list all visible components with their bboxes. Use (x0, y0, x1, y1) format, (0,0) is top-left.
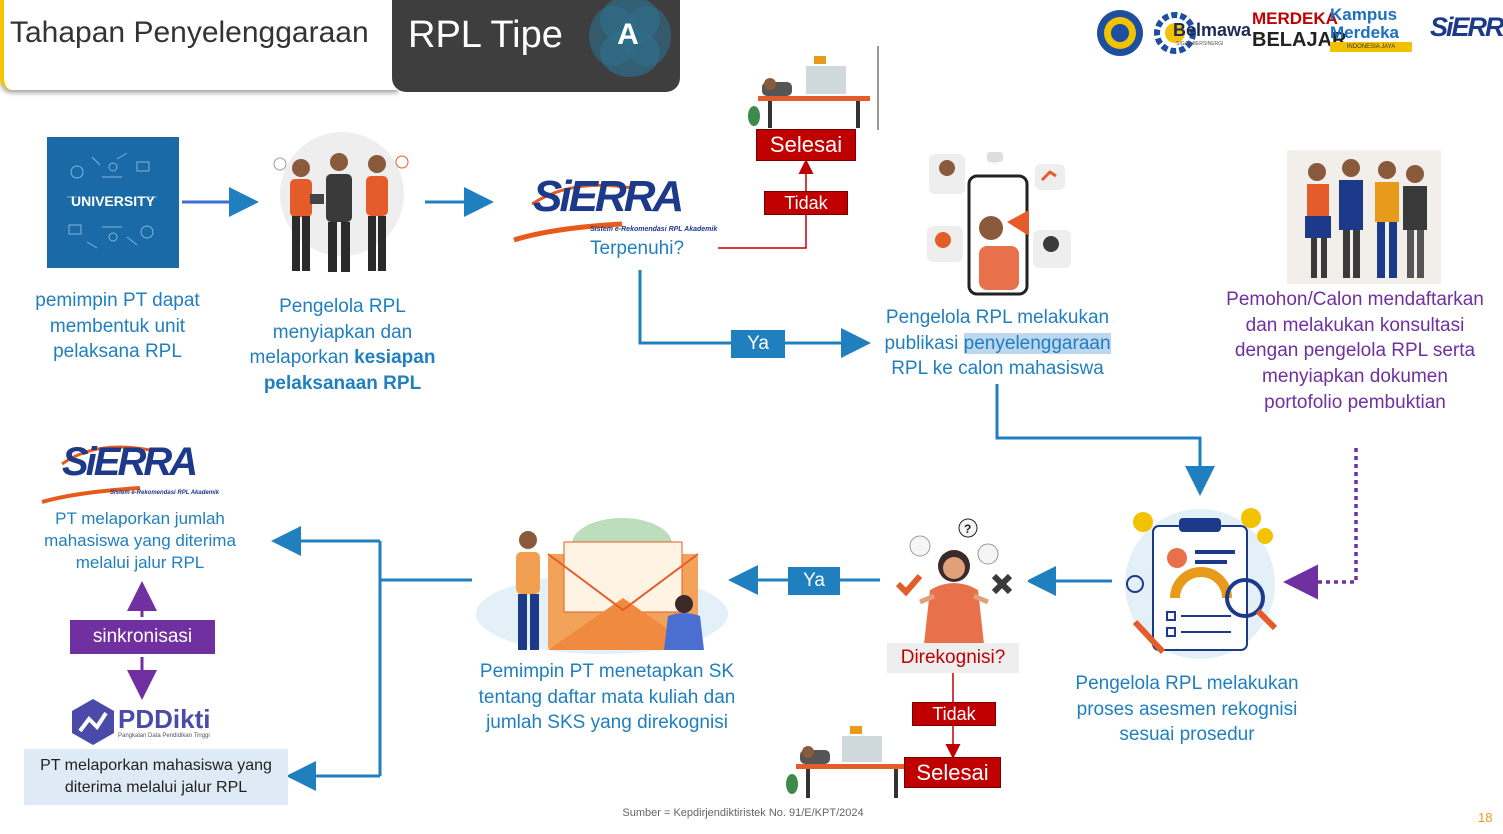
badge-shape-icon (589, 0, 671, 77)
sierra-logo (512, 170, 712, 245)
step6-caption: Pemimpin PT menetapkan SK tentang daftar… (478, 661, 736, 734)
pddikti-logo-text: PDDikti (118, 704, 211, 734)
pddikti-logo-icon (72, 699, 114, 745)
sierra-logo-2-text: SiERRA (62, 440, 198, 484)
decision1-no-label: Tidak (764, 191, 848, 215)
source-note: Sumber = Kepdirjendiktiristek No. 91/E/K… (622, 807, 864, 819)
finished-desk-illustration (748, 46, 879, 130)
decision1-end-label: Selesai (756, 129, 856, 161)
sync-label: sinkronisasi (70, 620, 215, 654)
page-title: Tahapan Penyelenggaraan (10, 16, 369, 49)
rpl-team-illustration (273, 132, 409, 272)
step2-caption-emphasis: kesiapan pelaksanaan RPL (263, 347, 436, 394)
step1-caption: pemimpin PT dapat membentuk unit pelaksa… (35, 290, 200, 363)
decision1-question: Terpenuhi? (590, 238, 685, 259)
university-illustration (47, 137, 179, 268)
step3-caption: Pengelola RPL melakukan publikasi penyel… (870, 305, 1125, 382)
publication-illustration (927, 152, 1071, 296)
step3-caption-text-end: RPL ke calon mahasiswa (891, 358, 1104, 380)
step4-caption: Pemohon/Calon mendaftarkan dan melakukan… (1226, 289, 1484, 413)
kemdikbud-logo (1090, 8, 1150, 58)
sierra-small-logo: SiERRA (1430, 12, 1503, 42)
svg-text:?: ? (964, 522, 971, 536)
step8-caption: PT melaporkan mahasiswa yang diterima me… (24, 749, 288, 805)
step3-caption-highlight: penyelenggaraan (963, 332, 1111, 354)
decision2-end-label: Selesai (904, 757, 1001, 788)
decision2-yes-label: Ya (788, 567, 840, 595)
type-badge: A (617, 18, 639, 51)
belmawa-tagline: SIGAP BERSINERGI (1176, 41, 1224, 47)
step7-caption: PT melaporkan jumlah mahasiswa yang dite… (44, 509, 236, 573)
recognition-decision-illustration: ? (880, 506, 1028, 646)
decision2-no-label: Tidak (912, 702, 996, 726)
sierra-logo-2-tagline: Sistem e-Rekomendasi RPL Akademik (110, 490, 220, 496)
decision2-question: Direkognisi? (887, 643, 1019, 673)
page-subtitle: RPL Tipe (408, 14, 563, 56)
university-label: UNIVERSITY (70, 193, 155, 209)
merdeka-belajar-top: MERDEKA (1252, 9, 1338, 28)
kampus-merdeka-tagline: INDONESIA JAYA (1330, 42, 1412, 52)
sierra-logo-text: SiERRA (533, 172, 684, 221)
step2-caption-text: Pengelola RPL menyiapkan dan melaporkan (249, 296, 413, 369)
kampus-merdeka-bottom: Merdeka (1330, 23, 1399, 42)
step3-caption-text: Pengelola RPL melakukan publikasi (884, 307, 1110, 354)
applicants-illustration (1287, 150, 1441, 284)
kampus-merdeka-top: Kampus (1330, 5, 1398, 24)
assessment-illustration (1125, 508, 1278, 659)
belmawa-logo-text: Belmawa (1173, 20, 1252, 40)
page-number: 18 (1478, 810, 1493, 825)
decree-envelope-illustration (476, 518, 728, 654)
step2-caption: Pengelola RPL menyiapkan dan melaporkan … (240, 294, 445, 397)
sierra-logo-tagline: Sistem e-Rekomendasi RPL Akademik (590, 226, 718, 233)
pddikti-logo-tagline: Pangkalan Data Pendidikan Tinggi (118, 733, 210, 739)
step5-caption: Pengelola RPL melakukan proses asesmen r… (1075, 673, 1299, 746)
belmawa-gear-icon (1154, 10, 1196, 56)
sierra-logo-2 (40, 438, 220, 508)
finished-desk-illustration-2 (786, 726, 908, 798)
merdeka-belajar-bottom: BELAJAR (1252, 29, 1347, 51)
decision1-yes-label: Ya (731, 330, 785, 358)
header-title-panel (0, 0, 398, 90)
